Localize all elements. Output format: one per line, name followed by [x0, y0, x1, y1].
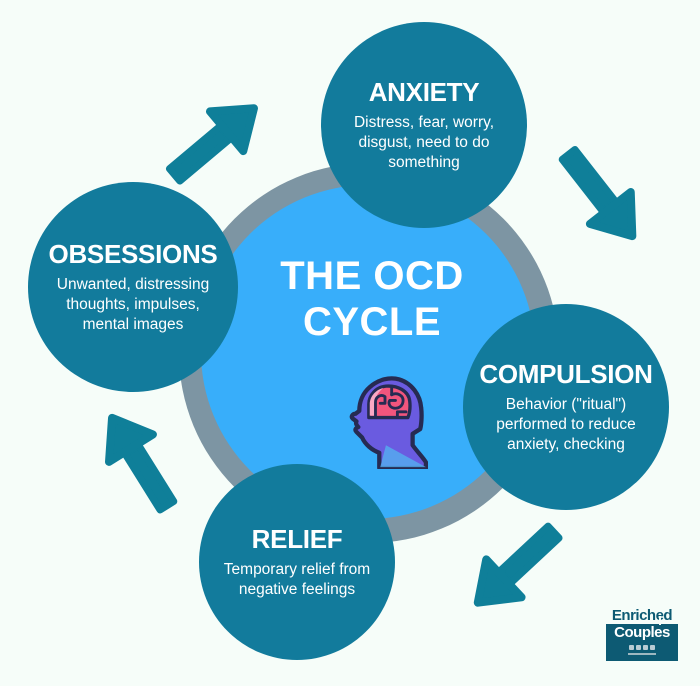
node-desc-line: disgust, need to do	[358, 134, 490, 151]
head-brain-icon	[349, 376, 428, 469]
social-icon	[636, 645, 641, 650]
logo-text-couples: Couples	[614, 624, 670, 641]
node-desc-line: Behavior ("ritual")	[505, 396, 627, 413]
cycle-arrow-up-left-icon	[105, 413, 178, 514]
cycle-arrow-up-right-icon	[165, 104, 258, 185]
node-desc-line: something	[388, 154, 460, 171]
node-description: Unwanted, distressing thoughts, impulses…	[57, 275, 210, 335]
node-desc-line: Temporary relief from	[223, 561, 371, 578]
logo-website-line	[628, 653, 656, 655]
cycle-node-relief: RELIEF Temporary relief from negative fe…	[199, 464, 395, 660]
node-label: RELIEF	[251, 524, 343, 554]
enriched-couples-logo: Enriched Couples	[606, 608, 678, 661]
logo-letter-stem	[658, 616, 661, 625]
logo-box: Couples	[606, 616, 678, 661]
node-desc-line: Unwanted, distressing	[56, 276, 210, 293]
diagram-title: THE OCD CYCLE	[201, 253, 535, 345]
cycle-node-anxiety: ANXIETY Distress, fear, worry, disgust, …	[321, 22, 527, 228]
node-desc-line: performed to reduce	[496, 416, 636, 433]
node-description: Behavior ("ritual") performed to reduce …	[496, 395, 636, 455]
social-icon	[629, 645, 634, 650]
node-desc-line: thoughts, impulses,	[66, 296, 200, 313]
social-icon	[650, 645, 655, 650]
node-desc-line: anxiety, checking	[507, 436, 625, 453]
logo-text-enriched: Enriched	[611, 607, 673, 624]
node-description: Distress, fear, worry, disgust, need to …	[354, 113, 494, 173]
node-label: OBSESSIONS	[48, 239, 218, 269]
node-label: COMPULSION	[479, 359, 653, 389]
logo-social-icons	[609, 645, 675, 650]
node-description: Temporary relief from negative feelings	[224, 560, 370, 600]
cycle-arrow-down-left-icon	[473, 522, 563, 607]
diagram-title-line: CYCLE	[302, 300, 442, 344]
node-desc-line: mental images	[82, 316, 184, 333]
cycle-node-compulsion: COMPULSION Behavior ("ritual") performed…	[463, 304, 669, 510]
node-label: ANXIETY	[368, 77, 480, 107]
node-desc-line: negative feelings	[238, 581, 356, 598]
cycle-node-obsessions: OBSESSIONS Unwanted, distressing thought…	[28, 182, 238, 392]
social-icon	[643, 645, 648, 650]
cycle-arrow-down-right-icon	[558, 146, 637, 241]
node-desc-line: Distress, fear, worry,	[353, 114, 495, 131]
diagram-title-line: THE OCD	[280, 254, 464, 298]
